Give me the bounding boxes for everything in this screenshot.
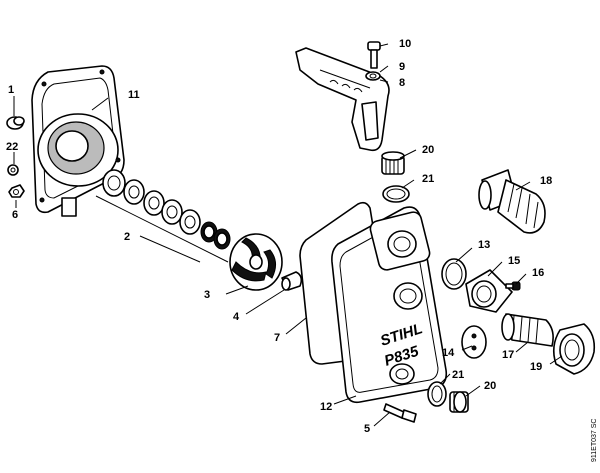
part-19-union-nut: [552, 323, 596, 375]
callout-22: 22: [6, 141, 18, 153]
part-20-nipple-top: [381, 151, 405, 175]
part-9-washer: [365, 71, 381, 81]
callout-14: 14: [442, 347, 455, 359]
part-21-oring-bottom: [427, 381, 447, 407]
callout-9: 9: [399, 61, 405, 73]
part-12-pump-housing: STIHL P835: [331, 206, 448, 404]
callout-labels: 1 11 22 6 2 3 4 7 12 5 10 9 8 20 21 18 1…: [6, 38, 552, 435]
callout-13: 13: [478, 239, 490, 251]
part-5-bolt: [383, 403, 417, 423]
callout-6: 6: [12, 209, 18, 221]
callout-15: 15: [508, 255, 520, 267]
callout-12: 12: [320, 401, 332, 413]
part-20-nipple-bottom: [449, 391, 469, 413]
part-11-cover-plate: [31, 65, 125, 217]
part-22-seal-ring: [7, 164, 19, 176]
callout-16: 16: [532, 267, 544, 279]
part-21-oring-top: [382, 185, 410, 203]
callout-20-top: 20: [422, 144, 434, 156]
callout-5: 5: [364, 423, 370, 435]
part-10-screw: [367, 41, 381, 69]
part-2-ring-stack: [102, 169, 231, 250]
drawing-code: 911ET037 SC: [591, 419, 598, 462]
callout-3: 3: [204, 289, 210, 301]
callout-10: 10: [399, 38, 411, 50]
callout-8: 8: [399, 77, 405, 89]
callout-20-bottom: 20: [484, 380, 496, 392]
part-13-oring: [441, 258, 467, 290]
part-3-impeller: [229, 233, 283, 291]
callout-17: 17: [502, 349, 514, 361]
callout-1: 1: [8, 84, 14, 96]
part-14-disc: [461, 325, 487, 359]
callout-11: 11: [128, 89, 140, 101]
part-4-shaft-pin: [281, 271, 303, 291]
part-18-hose-fitting: [478, 169, 546, 234]
leader-lines: [13, 43, 563, 427]
part-1-bushing: [6, 116, 25, 130]
callout-21-top: 21: [422, 173, 434, 185]
part-15-flange: [465, 269, 513, 313]
callout-2: 2: [124, 231, 130, 243]
part-8-handle: [295, 47, 390, 152]
part-17-connector-sleeve: [501, 313, 554, 347]
part-16-bolt: [505, 281, 521, 291]
callout-7: 7: [274, 332, 280, 344]
callout-19: 19: [530, 361, 542, 373]
callout-18: 18: [540, 175, 552, 187]
part-6-nut: [8, 184, 25, 198]
callout-21-bottom: 21: [452, 369, 464, 381]
callout-4: 4: [233, 311, 240, 323]
